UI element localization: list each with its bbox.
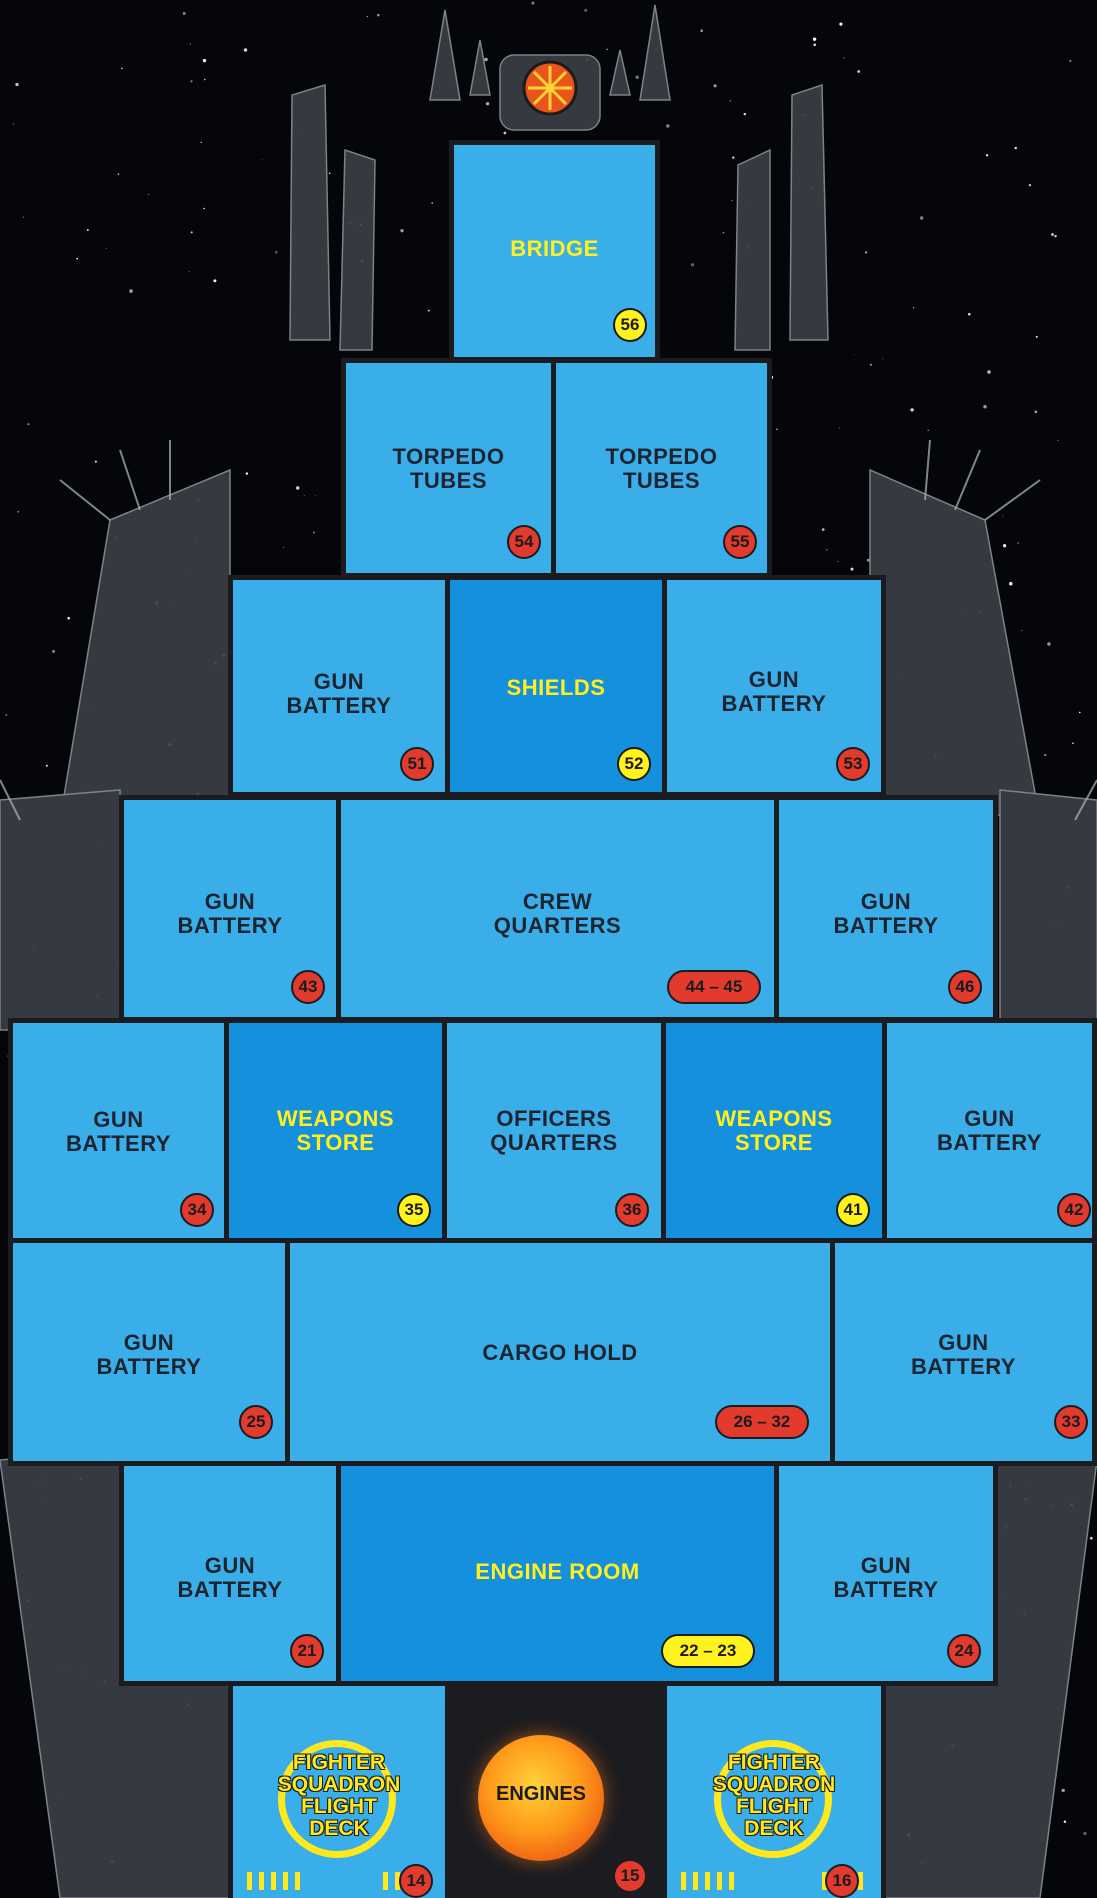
room-label: WEAPONS STORE xyxy=(679,1107,869,1155)
chaos-star-emblem-icon xyxy=(524,62,576,114)
location-number-badge: 51 xyxy=(400,747,434,781)
room-shields[interactable]: SHIELDS 52 xyxy=(445,575,667,797)
location-number-badge: 22 – 23 xyxy=(661,1634,755,1668)
room-label: ENGINE ROOM xyxy=(367,1560,748,1584)
room-label: FIGHTER SQUADRON FLIGHT DECK xyxy=(687,1752,861,1840)
room-label: GUN BATTERY xyxy=(899,1107,1079,1155)
location-number-badge: 24 xyxy=(947,1634,981,1668)
location-number-badge: 36 xyxy=(615,1193,649,1227)
tower-right-mid xyxy=(735,150,770,350)
location-number-badge: 25 xyxy=(239,1405,273,1439)
room-label: GUN BATTERY xyxy=(792,1554,980,1602)
room-gun-battery-42[interactable]: GUN BATTERY 42 xyxy=(882,1018,1097,1243)
room-gun-battery-53[interactable]: GUN BATTERY 53 xyxy=(662,575,886,797)
hull-flank-left-upper xyxy=(60,470,230,820)
hull-flank-right-mid xyxy=(1000,790,1097,1030)
deck-landing-lights xyxy=(681,1872,741,1890)
room-flight-deck-left[interactable]: FIGHTER SQUADRON FLIGHT DECK 14 xyxy=(228,1681,450,1898)
prow-spire-right xyxy=(640,5,670,100)
room-engines[interactable]: ENGINES xyxy=(478,1735,604,1861)
room-label: GUN BATTERY xyxy=(137,1554,324,1602)
room-label: CREW QUARTERS xyxy=(367,890,748,938)
room-gun-battery-21[interactable]: GUN BATTERY 21 xyxy=(119,1461,341,1686)
room-label: TORPEDO TUBES xyxy=(569,445,755,493)
room-bridge[interactable]: BRIDGE 56 xyxy=(449,140,660,362)
prow-spire-left xyxy=(430,10,460,100)
room-gun-battery-25[interactable]: GUN BATTERY 25 xyxy=(8,1238,290,1466)
room-gun-battery-33[interactable]: GUN BATTERY 33 xyxy=(830,1238,1097,1466)
location-number-badge: 54 xyxy=(507,525,541,559)
room-gun-battery-43[interactable]: GUN BATTERY 43 xyxy=(119,795,341,1022)
room-cargo-hold[interactable]: CARGO HOLD 26 – 32 xyxy=(285,1238,835,1466)
room-label: CARGO HOLD xyxy=(322,1341,797,1365)
location-number-badge: 26 – 32 xyxy=(715,1405,809,1439)
room-label: GUN BATTERY xyxy=(680,668,868,716)
room-label: GUN BATTERY xyxy=(246,670,433,718)
location-number-badge: 43 xyxy=(291,970,325,1004)
room-label: WEAPONS STORE xyxy=(242,1107,429,1155)
room-gun-battery-46[interactable]: GUN BATTERY 46 xyxy=(774,795,998,1022)
room-label: OFFICERS QUARTERS xyxy=(460,1107,648,1155)
room-weapons-store-left[interactable]: WEAPONS STORE 35 xyxy=(224,1018,447,1243)
room-label: FIGHTER SQUADRON FLIGHT DECK xyxy=(253,1752,425,1840)
location-number-badge: 33 xyxy=(1054,1405,1088,1439)
room-label: TORPEDO TUBES xyxy=(358,445,538,493)
location-number-badge: 15 xyxy=(613,1859,647,1893)
room-engine-room[interactable]: ENGINE ROOM 22 – 23 xyxy=(336,1461,779,1686)
room-gun-battery-24[interactable]: GUN BATTERY 24 xyxy=(774,1461,998,1686)
deck-landing-lights xyxy=(247,1872,307,1890)
location-number-badge: 56 xyxy=(613,308,647,342)
room-label: GUN BATTERY xyxy=(792,890,980,938)
room-label: GUN BATTERY xyxy=(137,890,324,938)
tower-right-tall xyxy=(790,85,828,340)
hull-flank-right-upper xyxy=(870,470,1040,820)
room-gun-battery-34[interactable]: GUN BATTERY 34 xyxy=(8,1018,229,1243)
room-crew-quarters[interactable]: CREW QUARTERS 44 – 45 xyxy=(336,795,779,1022)
location-number-badge: 42 xyxy=(1057,1193,1091,1227)
location-number-badge: 16 xyxy=(825,1864,859,1898)
location-number-badge: 52 xyxy=(617,747,651,781)
location-number-badge: 55 xyxy=(723,525,757,559)
room-label: SHIELDS xyxy=(463,676,650,700)
tower-left-tall xyxy=(290,85,330,340)
location-number-badge: 21 xyxy=(290,1634,324,1668)
location-number-badge: 35 xyxy=(397,1193,431,1227)
room-gun-battery-51[interactable]: GUN BATTERY 51 xyxy=(228,575,450,797)
room-label: BRIDGE xyxy=(466,237,643,261)
hull-flank-left-mid xyxy=(0,790,120,1030)
tower-left-mid xyxy=(340,150,375,350)
location-number-badge: 14 xyxy=(399,1864,433,1898)
room-label: ENGINES xyxy=(478,1783,604,1806)
location-number-badge: 34 xyxy=(180,1193,214,1227)
room-officers-quarters[interactable]: OFFICERS QUARTERS 36 xyxy=(442,1018,666,1243)
room-weapons-store-right[interactable]: WEAPONS STORE 41 xyxy=(661,1018,887,1243)
room-label: GUN BATTERY xyxy=(850,1331,1076,1379)
location-number-badge: 46 xyxy=(948,970,982,1004)
room-label: GUN BATTERY xyxy=(26,1108,212,1156)
location-number-badge: 41 xyxy=(836,1193,870,1227)
room-label: GUN BATTERY xyxy=(29,1331,268,1379)
room-flight-deck-right[interactable]: FIGHTER SQUADRON FLIGHT DECK 16 xyxy=(662,1681,886,1898)
room-torpedo-tubes-left[interactable]: TORPEDO TUBES 54 xyxy=(341,358,556,578)
room-torpedo-tubes-right[interactable]: TORPEDO TUBES 55 xyxy=(551,358,772,578)
location-number-badge: 53 xyxy=(836,747,870,781)
location-number-badge: 44 – 45 xyxy=(667,970,761,1004)
